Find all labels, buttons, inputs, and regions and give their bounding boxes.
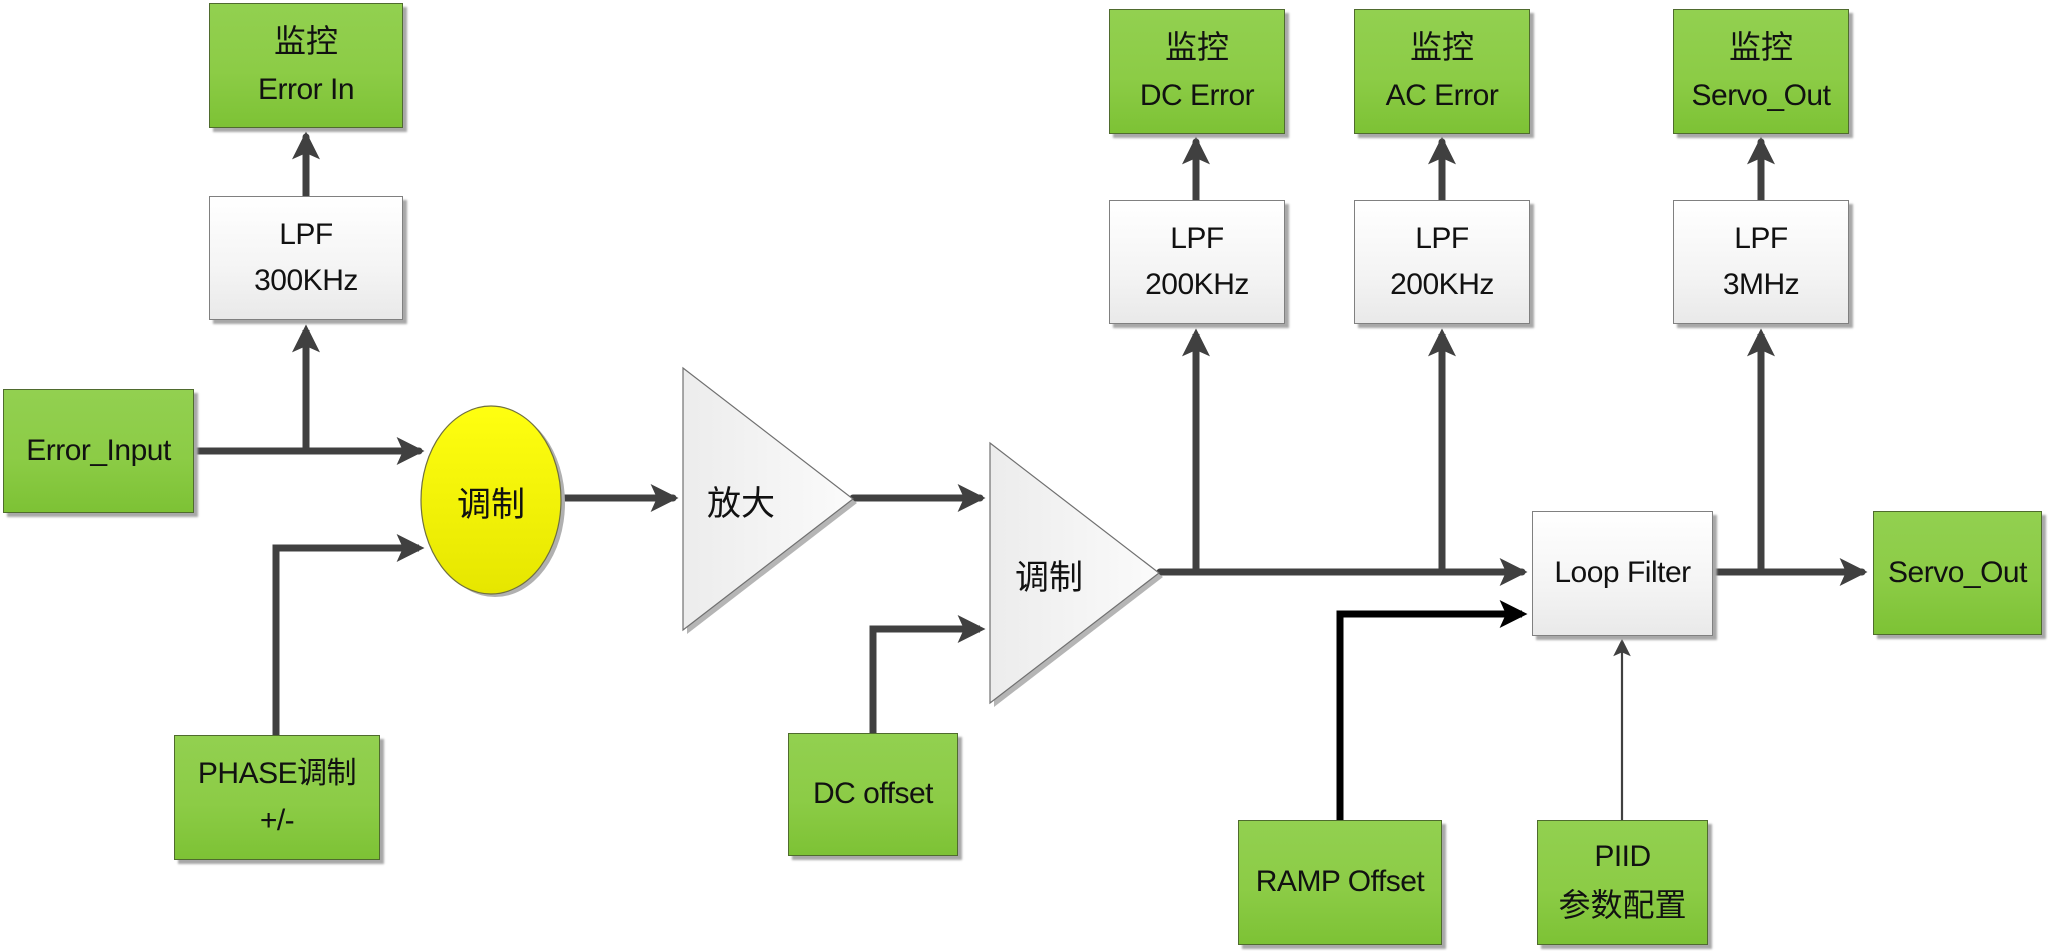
amplifier-label: 放大 [707,484,775,524]
monitor-dc-error-title: 监控 [1164,28,1229,67]
phase-mod-label: PHASE调制 [197,757,357,790]
servo-out-label: Servo_Out [1888,555,2027,589]
phase-mod-block[interactable]: PHASE调制 +/- [174,735,380,860]
modulator-circle[interactable] [420,405,562,595]
edge-phase-to-modulator [272,534,425,735]
error-input-label: Error_Input [26,433,171,467]
edge-dc-offset-to-demodulator [869,615,986,733]
loop-filter-label: Loop Filter [1554,556,1691,590]
dc-offset-block[interactable]: DC offset [788,733,958,856]
phase-mod-sign: +/- [259,803,295,837]
lpf-dc-cutoff: 200KHz [1145,268,1249,301]
lpf-dc-title: LPF [1170,221,1224,255]
lpf-300khz-title: LPF [279,217,333,251]
monitor-ac-error-block[interactable]: 监控 AC Error [1354,9,1530,134]
monitor-servo-out-block[interactable]: 监控 Servo_Out [1673,9,1849,134]
monitor-error-in-label: Error In [257,73,355,107]
piid-config-label: 参数配置 [1558,885,1687,924]
lpf-ac-200khz-block[interactable]: LPF 200KHz [1354,200,1530,324]
monitor-servo-out-title: 监控 [1728,28,1793,67]
monitor-dc-error-label: DC Error [1139,79,1255,113]
lpf-ac-cutoff: 200KHz [1390,268,1494,301]
dc-offset-label: DC offset [813,777,934,811]
piid-label: PIID [1594,840,1651,874]
monitor-error-in-block[interactable]: 监控 Error In [209,3,403,128]
monitor-servo-out-label: Servo_Out [1691,79,1831,113]
loop-filter-block[interactable]: Loop Filter [1532,511,1713,636]
demodulator-triangle[interactable] [989,441,1160,705]
demodulator-label: 调制 [1015,558,1083,598]
lpf-300khz-cutoff: 300KHz [254,264,358,297]
monitor-error-in-title: 监控 [273,22,338,61]
error-input-block[interactable]: Error_Input [3,389,194,513]
ramp-offset-label: RAMP Offset [1255,865,1425,899]
lpf-3mhz-block[interactable]: LPF 3MHz [1673,200,1849,324]
monitor-ac-error-label: AC Error [1385,79,1499,113]
amplifier-triangle[interactable] [682,366,854,632]
edge-ramp-offset-to-loop-filter [1336,600,1528,820]
lpf-3mhz-title: LPF [1734,221,1788,255]
modulator-circle-label: 调制 [457,485,525,525]
lpf-300khz-block[interactable]: LPF 300KHz [209,196,403,320]
lpf-3mhz-cutoff: 3MHz [1722,268,1800,301]
monitor-dc-error-block[interactable]: 监控 DC Error [1109,9,1285,134]
piid-config-block[interactable]: PIID 参数配置 [1537,820,1708,945]
monitor-ac-error-title: 监控 [1409,28,1474,67]
lpf-dc-200khz-block[interactable]: LPF 200KHz [1109,200,1285,324]
servo-out-block[interactable]: Servo_Out [1873,511,2042,635]
lpf-ac-title: LPF [1415,221,1469,255]
ramp-offset-block[interactable]: RAMP Offset [1238,820,1442,945]
